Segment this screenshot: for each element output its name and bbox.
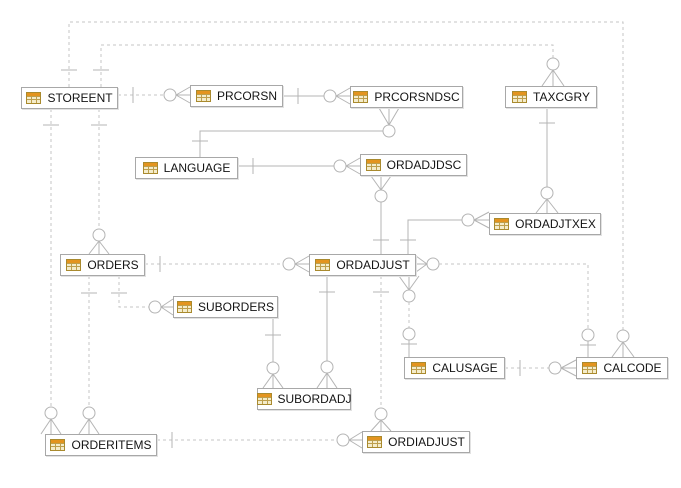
entity-calcode[interactable]: CALCODE: [576, 357, 668, 379]
entity-label: ORDIADJUST: [388, 435, 465, 449]
rel-orders-ordadjust: [145, 255, 310, 273]
entity-label: SUBORDADJ: [277, 392, 352, 406]
rel-orderitems-ordiadjust: [157, 431, 363, 449]
rel-orders-suborders: [111, 276, 174, 316]
entity-ordadjust[interactable]: ORDADJUST: [309, 254, 416, 276]
rel-calcode-ordadjust: [415, 255, 596, 357]
table-icon: [367, 436, 383, 448]
entity-ordadjtxex[interactable]: ORDADJTXEX: [489, 213, 601, 235]
table-icon: [66, 259, 82, 271]
rel-language-ordadjdsc: [238, 157, 361, 175]
entity-orders[interactable]: ORDERS: [60, 254, 145, 276]
rel-orders-orderitems: [78, 276, 100, 435]
entity-label: PRCORSNDSC: [374, 90, 460, 104]
rel-taxcgry-ordadjtxex: [535, 108, 559, 214]
table-icon: [315, 259, 331, 271]
entity-label: LANGUAGE: [163, 161, 231, 175]
rel-ordadjust-subordadj: [316, 276, 338, 389]
entity-label: STOREENT: [47, 91, 113, 105]
entity-label: CALUSAGE: [432, 361, 498, 375]
entity-suborders[interactable]: SUBORDERS: [173, 296, 278, 318]
rel-language-prcorsndsc: [192, 107, 400, 157]
entity-label: ORDERS: [87, 258, 139, 272]
table-icon: [142, 162, 158, 174]
entity-storeent[interactable]: STOREENT: [21, 87, 118, 109]
entity-label: ORDADJUST: [336, 258, 410, 272]
table-icon: [411, 362, 427, 374]
entity-calusage[interactable]: CALUSAGE: [404, 357, 505, 379]
table-icon: [494, 218, 510, 230]
rel-storeent-calcode: [61, 21, 635, 358]
entity-language[interactable]: LANGUAGE: [135, 157, 238, 179]
entity-label: ORDERITEMS: [71, 438, 152, 452]
entity-taxcgry[interactable]: TAXCGRY: [505, 86, 597, 108]
entity-prcorsn[interactable]: PRCORSN: [190, 85, 283, 107]
rel-suborders-subordadj: [262, 318, 284, 389]
entity-label: ORDADJTXEX: [515, 217, 596, 231]
table-icon: [582, 362, 598, 374]
rel-storeent-prcorsn: [118, 86, 191, 104]
rel-ordadjust-ordiadjust: [370, 276, 392, 432]
rel-storeent-taxcgry: [93, 44, 565, 87]
entity-prcorsndsc[interactable]: PRCORSNDSC: [350, 86, 463, 108]
rel-calusage-calcode: [505, 359, 577, 377]
entity-orderitems[interactable]: ORDERITEMS: [45, 434, 157, 456]
entity-label: SUBORDERS: [197, 300, 274, 314]
entity-label: CALCODE: [603, 361, 662, 375]
entity-subordadj[interactable]: SUBORDADJ: [256, 388, 352, 410]
table-icon: [195, 90, 211, 102]
table-icon: [353, 91, 369, 103]
entity-label: ORDADJDSC: [386, 158, 462, 172]
table-icon: [256, 393, 272, 405]
entity-label: PRCORSN: [216, 89, 277, 103]
table-icon: [176, 301, 192, 313]
table-icon: [26, 92, 42, 104]
table-icon: [512, 91, 528, 103]
rel-storeent-orderitems: [40, 109, 62, 435]
rel-prcorsn-prcorsndsc: [283, 87, 351, 105]
table-icon: [365, 159, 381, 171]
table-icon: [50, 439, 66, 451]
rel-storeent-orders: [88, 109, 110, 255]
rel-ordadjust-ordadjtxex: [400, 211, 490, 254]
rel-ordadjust-ordadjdsc: [370, 175, 392, 254]
rel-calusage-ordadjust: [398, 275, 420, 357]
entity-ordiadjust[interactable]: ORDIADJUST: [362, 431, 470, 453]
entity-ordadjdsc[interactable]: ORDADJDSC: [360, 154, 467, 176]
entity-label: TAXCGRY: [533, 90, 590, 104]
